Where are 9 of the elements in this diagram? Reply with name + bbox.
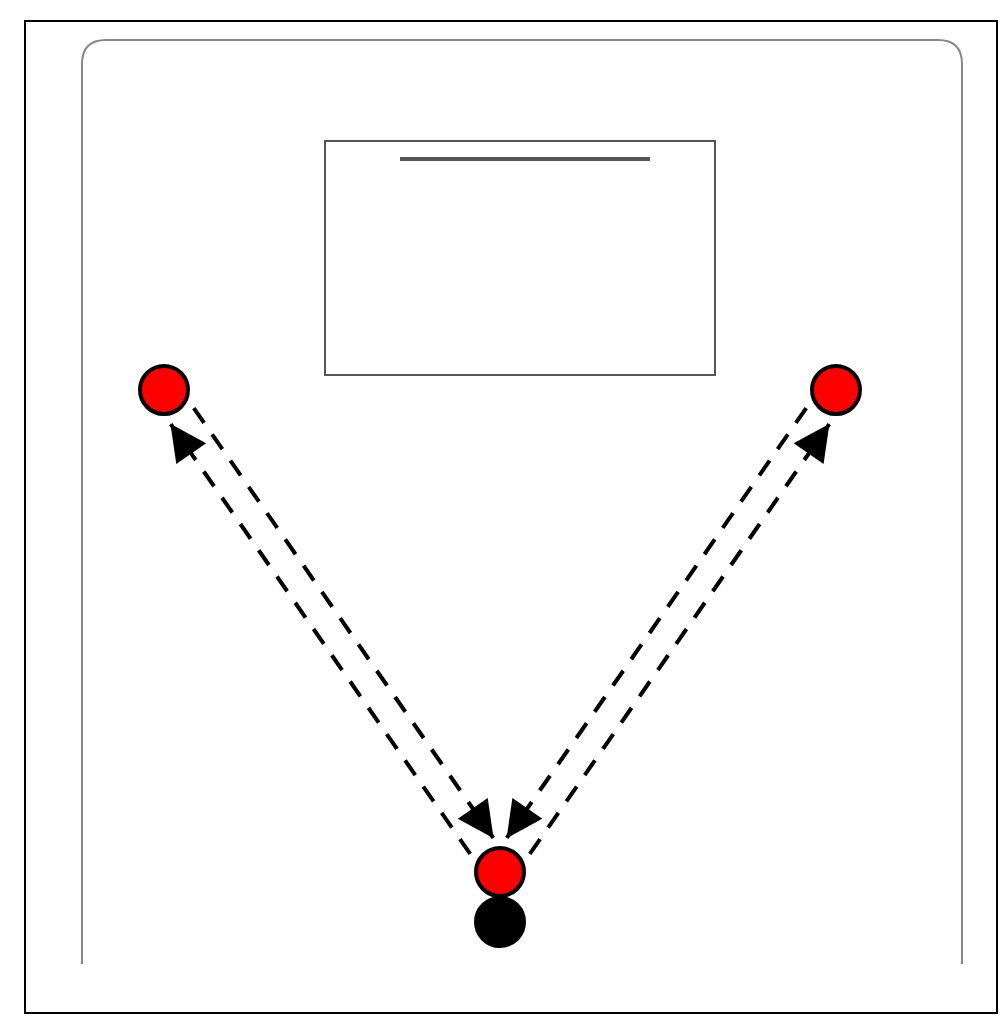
dashed-arrow: [528, 423, 831, 855]
position-dot: [138, 364, 190, 416]
dashed-arrow: [505, 407, 808, 839]
position-dot: [474, 846, 526, 898]
dashed-arrow: [169, 423, 472, 855]
position-dot: [810, 364, 862, 416]
dashed-arrow: [192, 407, 495, 839]
board-box: [324, 140, 716, 376]
marker-dot: [474, 896, 526, 948]
